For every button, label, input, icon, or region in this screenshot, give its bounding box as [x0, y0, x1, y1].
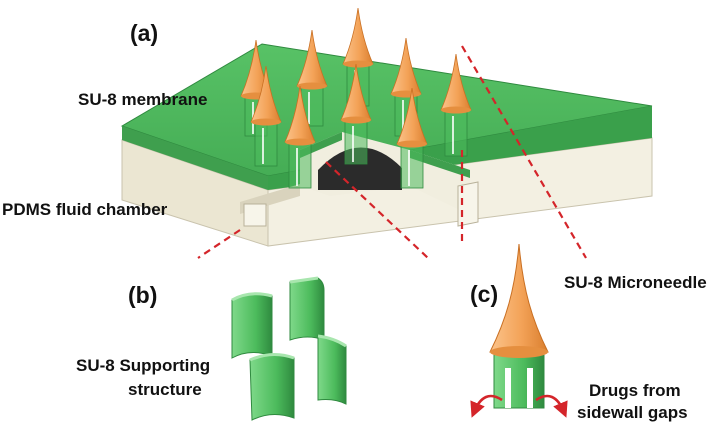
- needle-cone-rim: [441, 106, 471, 114]
- guide-lines: [197, 45, 587, 259]
- needle-cone-rim: [343, 60, 373, 68]
- label-su8-membrane: SU-8 membrane: [78, 90, 208, 109]
- label-pdms-fluid-chamber: PDMS fluid chamber: [2, 200, 168, 219]
- needle-support-stem: [288, 141, 312, 189]
- support-segment-back-left: [231, 293, 273, 359]
- chip-block: [120, 43, 653, 247]
- supporting-structure: [231, 276, 347, 421]
- microneedle: [284, 85, 316, 189]
- single-microneedle: [470, 243, 568, 418]
- needle-cone-rim: [397, 140, 427, 148]
- guide-line-1: [197, 229, 241, 259]
- microneedle-array: [240, 7, 472, 189]
- support-segment-front-right: [317, 335, 347, 405]
- sidewall-gap-left: [505, 368, 511, 408]
- label-drugs-line2: sidewall gaps: [577, 403, 688, 422]
- panel-label-b: (b): [128, 282, 158, 308]
- guide-line-4: [461, 45, 587, 259]
- support-segment-front-left: [249, 354, 295, 421]
- panel-label-c: (c): [470, 281, 499, 307]
- needle-cone-rim: [251, 118, 281, 126]
- needle-support-stem: [400, 143, 424, 189]
- cut-edge-green-right: [410, 150, 470, 178]
- support-segment-top-caps: [231, 276, 347, 362]
- label-drugs-line1: Drugs from: [589, 381, 681, 400]
- needle-cone-rim: [391, 90, 421, 98]
- drug-flow-arrow-right: [535, 394, 568, 418]
- microneedle: [250, 65, 282, 167]
- needle-cone-rim: [297, 82, 327, 90]
- label-supporting-line1: SU-8 Supporting: [76, 356, 211, 375]
- membrane-edge-left: [122, 126, 268, 190]
- left-channel: [243, 203, 267, 227]
- microneedle: [340, 63, 372, 165]
- needle-cone-rim: [285, 138, 315, 146]
- microneedle: [396, 87, 428, 189]
- needle-support-stem: [444, 109, 468, 157]
- drug-flow-arrow-left: [470, 394, 503, 418]
- needle-tip-cone: [342, 7, 374, 65]
- microneedle: [440, 53, 472, 157]
- needle-cone-rim: [341, 116, 371, 124]
- panel-label-a: (a): [130, 20, 159, 46]
- label-supporting-line2: structure: [128, 380, 202, 399]
- needle-support-stem: [254, 121, 278, 167]
- fluid-chamber-arch: [318, 147, 402, 190]
- needle-cone-base: [490, 346, 548, 358]
- microneedle: [296, 29, 328, 127]
- needle-cone: [489, 243, 549, 353]
- label-su8-microneedle: SU-8 Microneedle: [564, 273, 707, 292]
- support-segment-back-right: [289, 277, 325, 341]
- needle-support-stem: [344, 119, 368, 165]
- sidewall-gap-right: [527, 368, 533, 408]
